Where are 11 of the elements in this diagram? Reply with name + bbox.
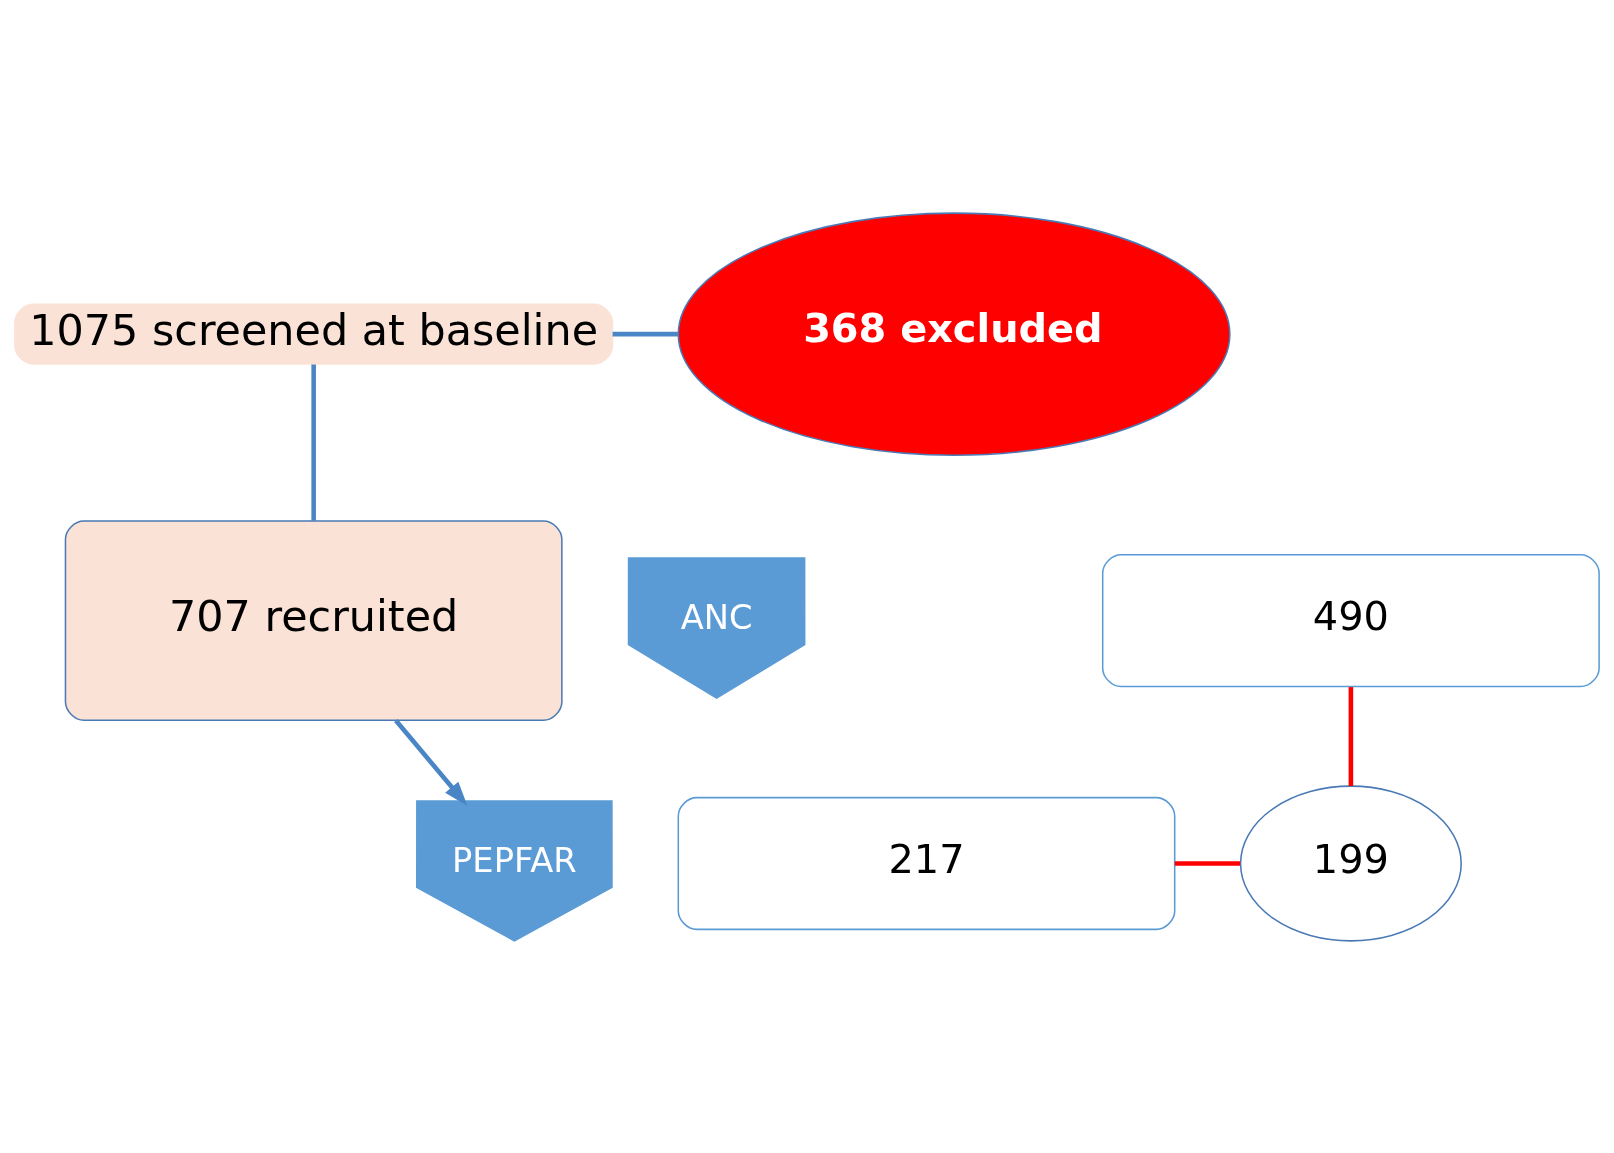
node-box: 217: [677, 796, 1176, 930]
node-ellipse: 199: [1239, 784, 1462, 942]
connector: [1348, 686, 1354, 786]
arrow: [394, 718, 468, 806]
connector: [612, 331, 678, 336]
node-box: 1075 screened at baseline: [14, 303, 614, 365]
node-box: 707 recruited: [64, 519, 563, 721]
node-box: 490: [1101, 553, 1600, 687]
node-ellipse: 368 excluded: [677, 211, 1231, 456]
connector: [311, 363, 316, 521]
connector: [1174, 860, 1241, 866]
